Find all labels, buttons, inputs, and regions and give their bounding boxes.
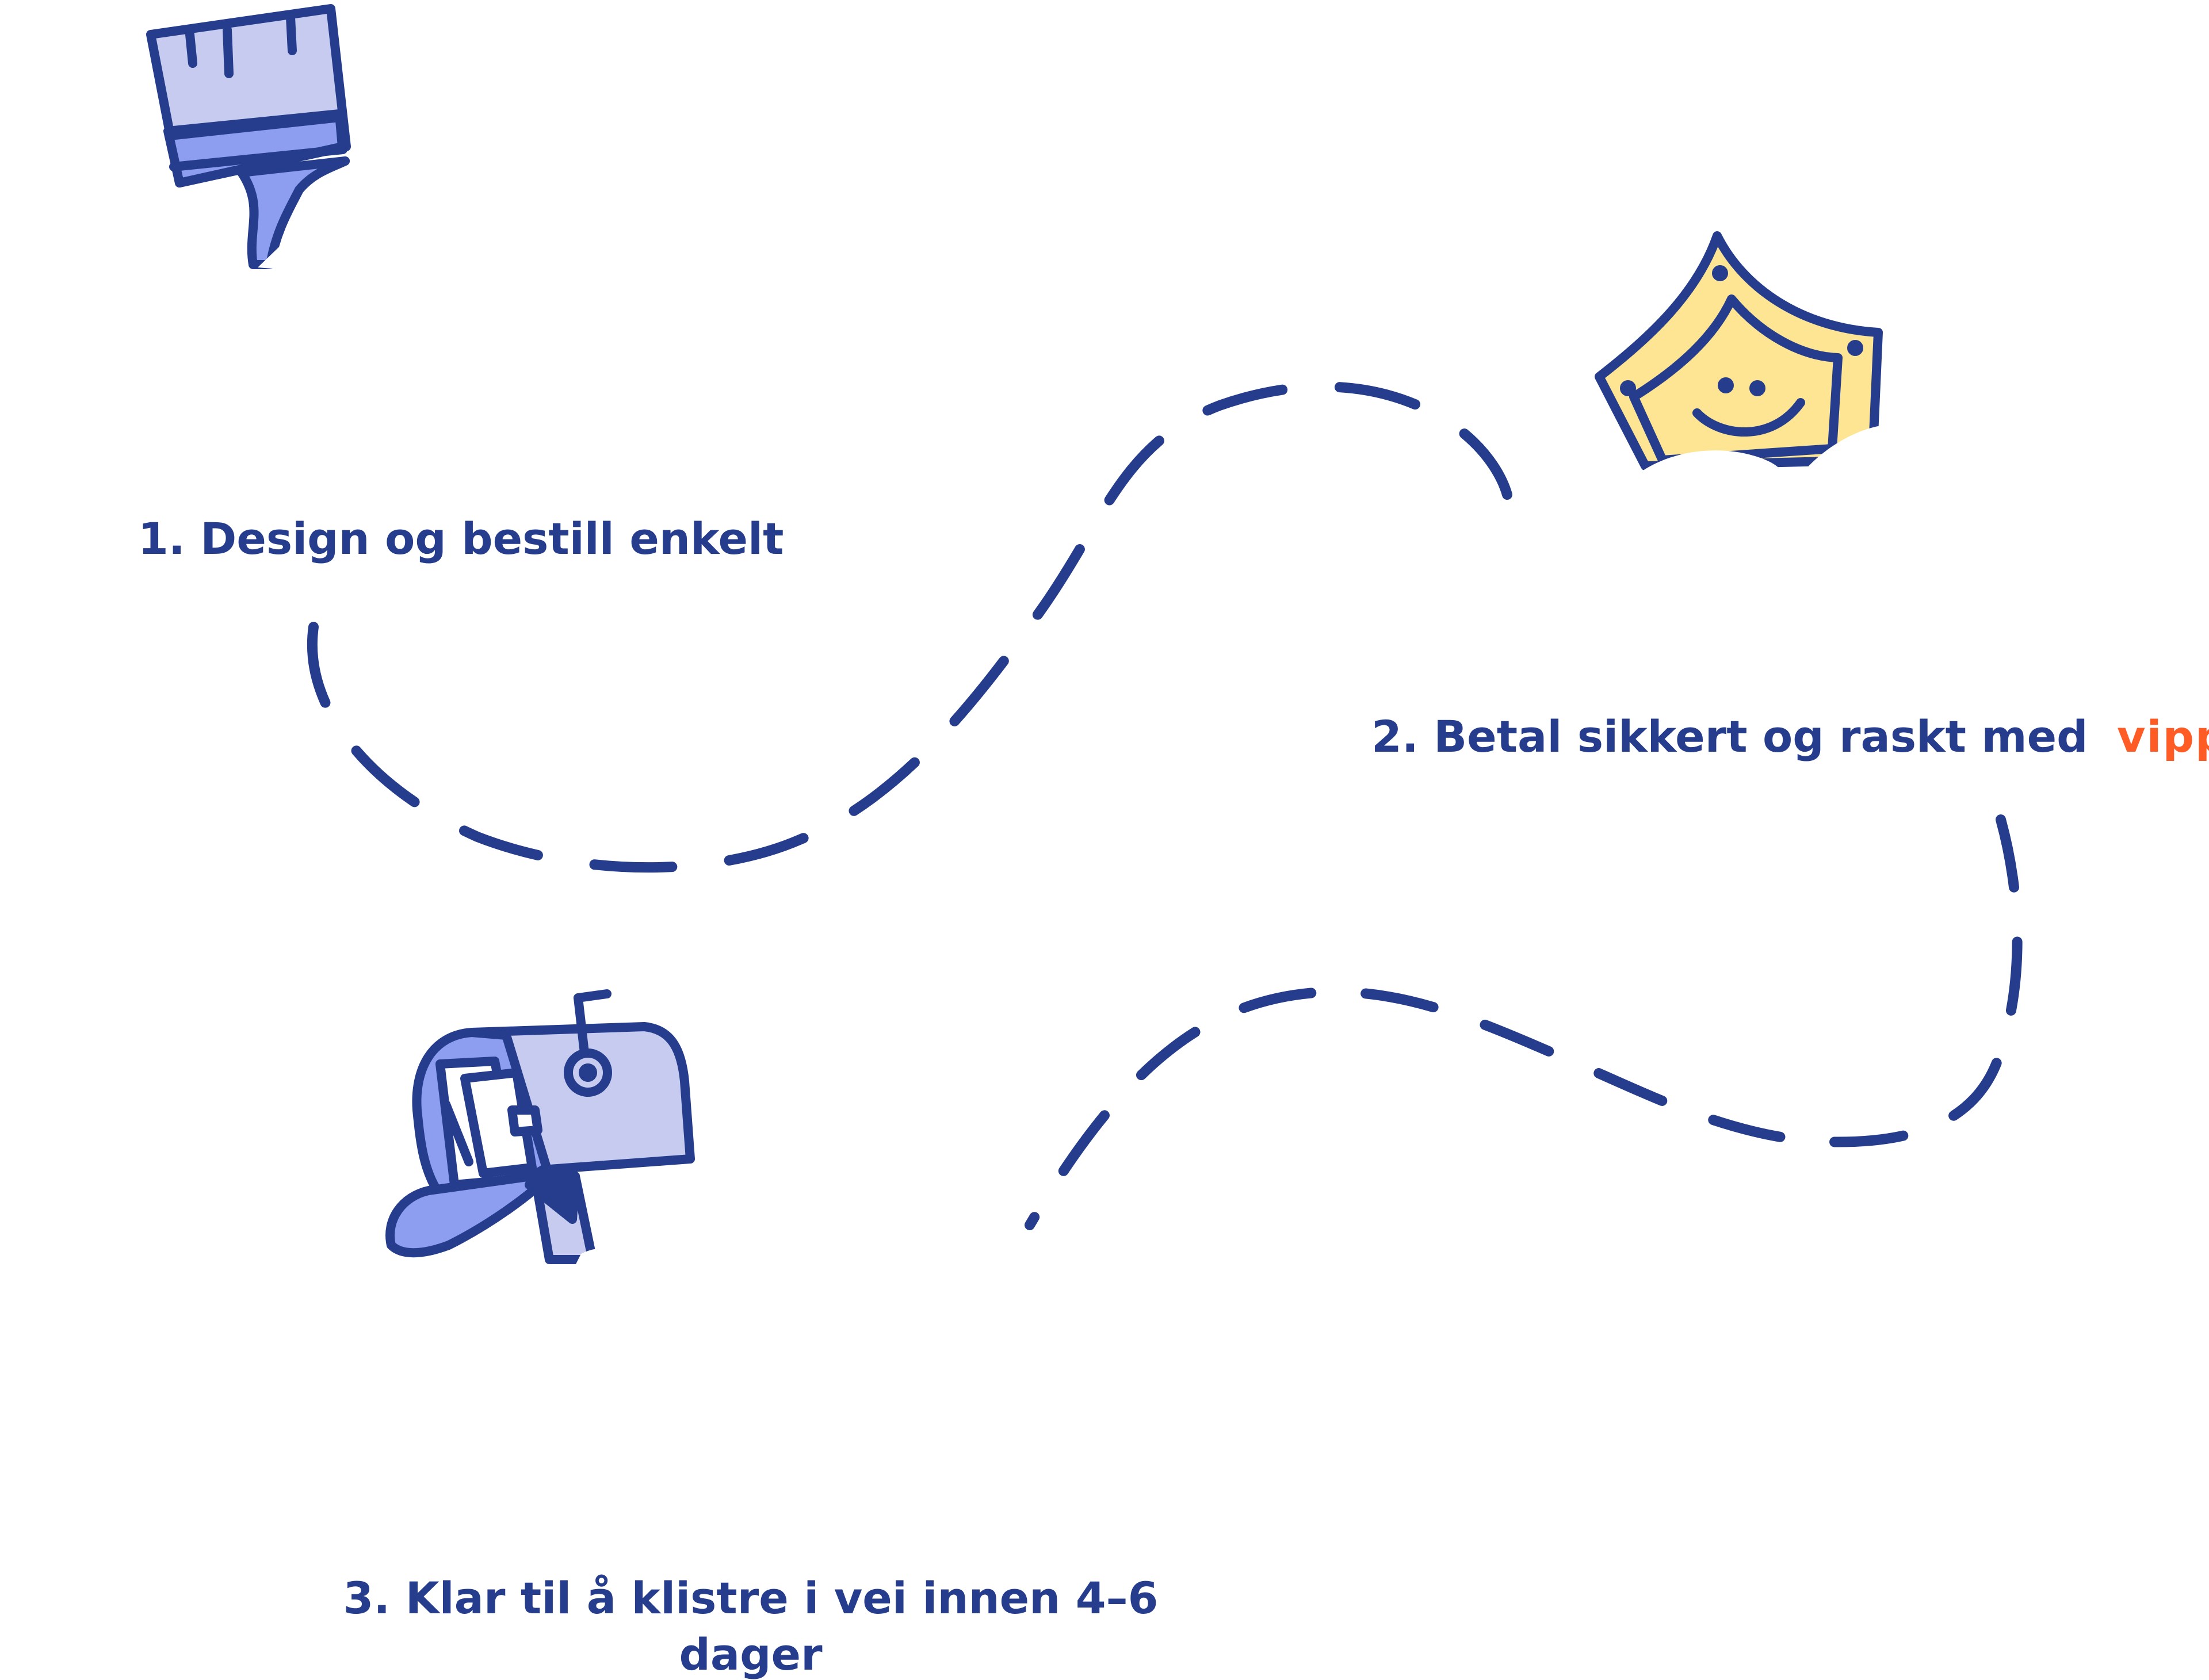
shield-cloud-cutout xyxy=(1628,426,1893,518)
paintbrush-icon xyxy=(146,4,351,269)
step-2-text: Betal sikkert og raskt med xyxy=(1434,711,2088,762)
step-3-number: 3. xyxy=(343,1572,391,1624)
step-1-label: 1. Design og bestill enkelt xyxy=(138,511,784,567)
step-1-text: Design og bestill enkelt xyxy=(200,513,784,564)
step-1-number: 1. xyxy=(138,513,185,564)
step-2-label: 2. Betal sikkert og raskt med vipps xyxy=(1371,709,2209,765)
step-3-text: Klar til å klistre i vei innen 4–6 dager xyxy=(405,1572,1159,1680)
step-3-label: 3. Klar til å klistre i vei innen 4–6 da… xyxy=(299,1570,1202,1680)
shield-smiley-icon xyxy=(1595,231,1883,470)
dashed-path-step1-to-step2 xyxy=(307,381,1512,873)
paintbrush-cutout xyxy=(258,239,293,270)
mailbox-cutout xyxy=(575,1248,621,1265)
dashed-path-step2-to-step3 xyxy=(1025,814,2023,1230)
vipps-logo: vipps xyxy=(2117,711,2209,762)
mailbox-icon xyxy=(385,989,695,1264)
step-2-number: 2. xyxy=(1371,711,1419,762)
